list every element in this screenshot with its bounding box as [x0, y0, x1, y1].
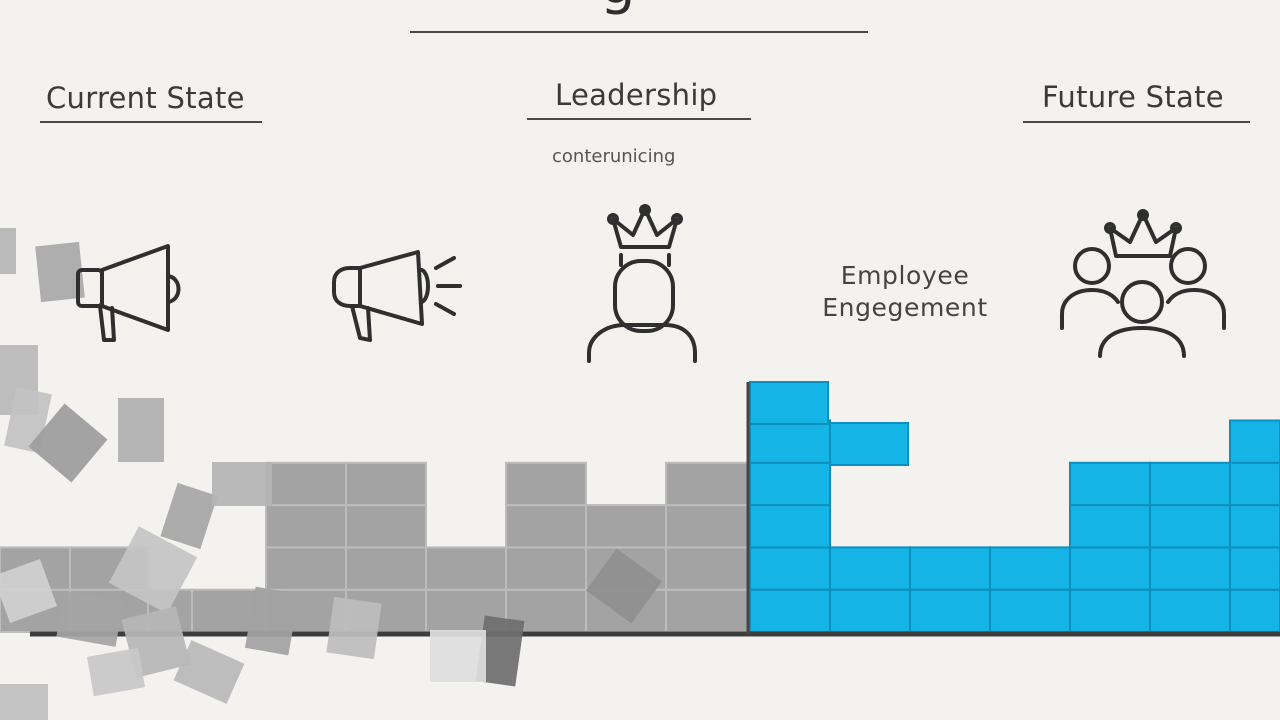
- gray-block: [665, 504, 749, 549]
- current-state-underline: [40, 121, 262, 123]
- blue-block: [1229, 504, 1280, 549]
- falling-block: [35, 241, 85, 303]
- megaphone-icon: [76, 244, 181, 342]
- gray-block: [265, 546, 347, 591]
- future-state-underline: [1023, 121, 1250, 123]
- falling-block: [326, 596, 382, 660]
- blue-block: [1229, 546, 1280, 591]
- subheading-communicating: conterunicing: [552, 146, 676, 167]
- falling-block: [0, 558, 58, 624]
- falling-block: [28, 403, 108, 483]
- blue-block: [1149, 588, 1231, 634]
- megaphone-sound-icon: [332, 250, 462, 342]
- blue-block: [829, 588, 911, 634]
- blue-block: [1229, 461, 1280, 507]
- heading-leadership: Leadership: [555, 78, 718, 112]
- falling-block: [108, 526, 198, 614]
- falling-block: [118, 398, 164, 462]
- heading-current-state: Current State: [46, 81, 245, 115]
- heading-future-state: Future State: [1042, 80, 1224, 114]
- gray-block: [505, 504, 587, 549]
- blue-block: [909, 588, 991, 634]
- employee-engagement-line1: Employee: [840, 261, 970, 290]
- falling-block: [86, 647, 146, 697]
- crowned-team-icon: [1060, 209, 1226, 358]
- blue-block: [829, 546, 911, 591]
- blue-block: [1069, 504, 1151, 549]
- gray-block: [665, 461, 749, 507]
- blue-block: [909, 546, 991, 591]
- gray-block: [265, 504, 347, 549]
- employee-engagement-line2: Engegement: [822, 293, 988, 322]
- gray-block: [265, 461, 347, 507]
- gray-block: [345, 504, 427, 549]
- blue-block: [1229, 419, 1280, 464]
- gray-block: [585, 504, 667, 549]
- employee-engagement-label: Employee Engegement: [802, 260, 1008, 324]
- gray-block: [665, 546, 749, 591]
- blue-block: [749, 504, 831, 549]
- falling-block: [586, 548, 662, 624]
- blue-block: [989, 546, 1071, 591]
- gray-block: [665, 588, 749, 634]
- blue-block: [749, 461, 831, 507]
- blue-block: [989, 588, 1071, 634]
- blue-block: [1149, 461, 1231, 507]
- falling-block: [0, 228, 16, 274]
- blue-block: [1069, 546, 1151, 591]
- leadership-underline: [527, 118, 751, 120]
- blue-block: [749, 588, 831, 634]
- blue-block: [1149, 504, 1231, 549]
- blue-block: [749, 381, 829, 425]
- falling-block: [212, 462, 272, 506]
- blue-block: [749, 419, 831, 464]
- gray-block: [345, 461, 427, 507]
- blue-block: [1229, 588, 1280, 634]
- falling-block: [0, 684, 48, 720]
- falling-block: [56, 591, 124, 647]
- gray-block: [505, 461, 587, 507]
- gray-block: [345, 546, 427, 591]
- crowned-person-icon: [587, 204, 697, 363]
- blue-block: [749, 546, 831, 591]
- gray-block: [425, 546, 507, 591]
- title-underline: [410, 31, 868, 33]
- falling-block: [173, 640, 245, 704]
- blue-block: [1069, 461, 1151, 507]
- falling-block: [475, 615, 525, 687]
- title-fragment: g: [600, 0, 636, 17]
- falling-block: [430, 630, 486, 682]
- blue-block: [829, 422, 909, 466]
- gray-block: [505, 546, 587, 591]
- falling-block: [160, 482, 218, 550]
- falling-block: [244, 586, 300, 656]
- blue-block: [1149, 546, 1231, 591]
- blue-block: [1069, 588, 1151, 634]
